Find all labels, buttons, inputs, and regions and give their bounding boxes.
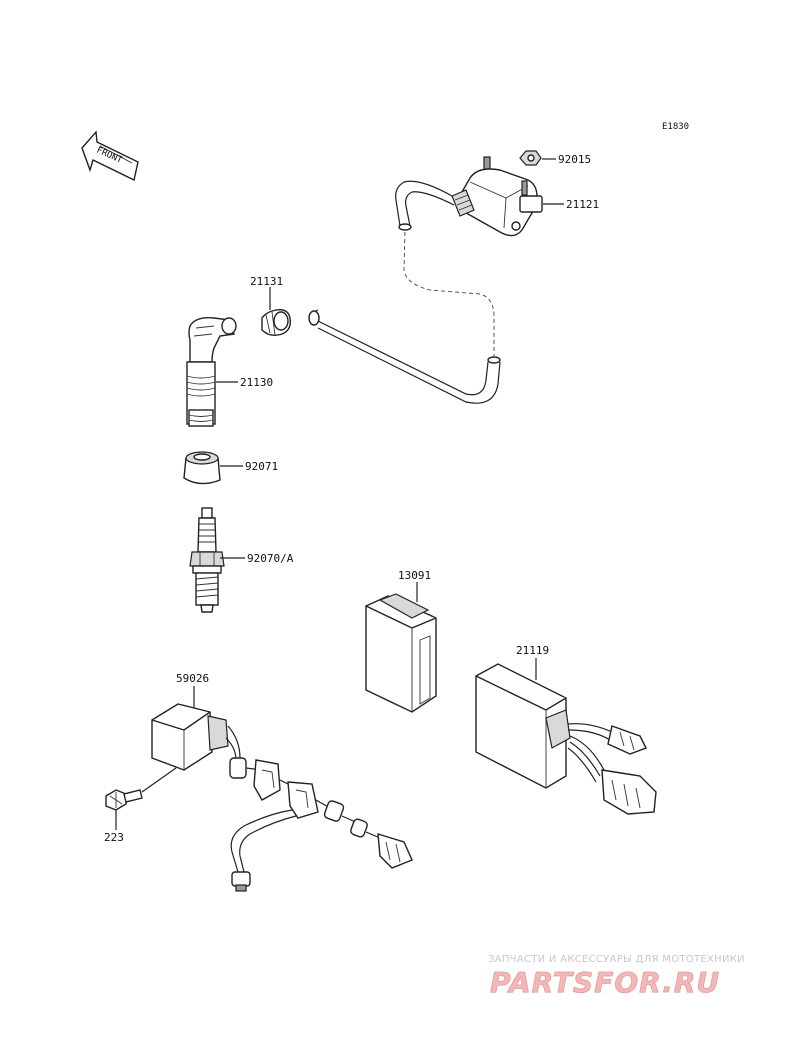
label-screw: 223 — [104, 831, 124, 844]
label-ignition-coil: 21121 — [566, 198, 599, 211]
nut[interactable] — [519, 150, 542, 166]
label-cap-seal: 21131 — [250, 275, 283, 288]
spark-plug[interactable] — [189, 507, 225, 613]
label-nut: 92015 — [558, 153, 591, 166]
label-relay-box: 13091 — [398, 569, 431, 582]
cdi-unit[interactable] — [475, 663, 657, 815]
label-plug-seal: 92071 — [245, 460, 278, 473]
ignition-coil[interactable] — [451, 156, 543, 237]
diagram-code: E1830 — [662, 122, 689, 132]
watermark-tagline: ЗАПЧАСТИ И АКСЕССУАРЫ ДЛЯ МОТОТЕХНИКИ — [488, 954, 745, 965]
watermark-brand: PARTSFOR.RU — [490, 966, 720, 999]
screw[interactable] — [105, 789, 143, 811]
ht-lead-cable[interactable] — [308, 180, 501, 404]
label-plug-cap: 21130 — [240, 376, 273, 389]
regulator[interactable] — [151, 703, 229, 771]
spark-plug-cap[interactable] — [186, 316, 237, 427]
front-arrow-icon — [81, 130, 139, 182]
relay-box[interactable] — [365, 593, 437, 713]
label-spark-plug: 92070/A — [247, 552, 294, 565]
label-cdi-unit: 21119 — [516, 644, 549, 657]
wire-harness[interactable] — [225, 725, 413, 892]
plug-seal[interactable] — [183, 451, 221, 485]
cap-seal[interactable] — [261, 308, 292, 337]
label-regulator: 59026 — [176, 672, 209, 685]
